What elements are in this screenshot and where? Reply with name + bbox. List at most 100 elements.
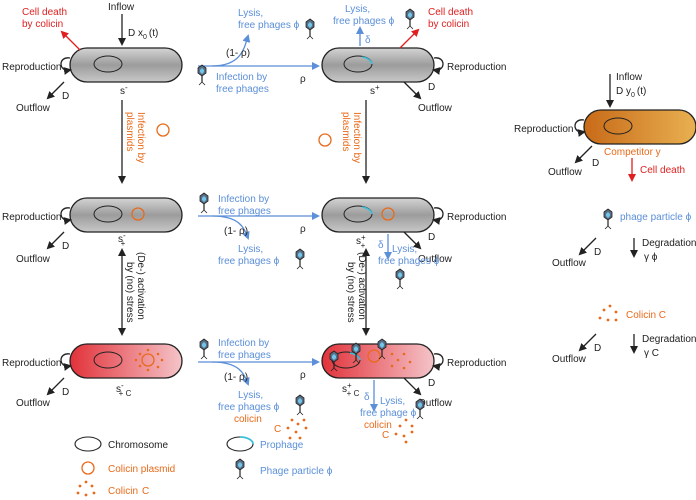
phage-icon-r2-bottom: [295, 248, 305, 270]
lysis-r3-1: Lysis,: [238, 390, 263, 401]
outflow-arrow-6: [403, 377, 422, 396]
state-s-plus-c: s++ C: [342, 381, 360, 398]
reproduction-label-4: Reproduction: [447, 212, 506, 223]
state-s-plus: s+: [370, 83, 380, 97]
inflow-x-label: Inflow: [108, 2, 135, 13]
colicin-s-plus-c: colicin: [364, 420, 392, 431]
plasmid-infection-left-1: Infection by: [135, 112, 146, 163]
phage-icon-s-plus-c: [415, 398, 425, 420]
lysis-s-plus-plus-1: Lysis,: [392, 244, 417, 255]
legend-colicin-plasmid-icon: [81, 461, 95, 475]
reproduction-loop-2: [432, 57, 444, 75]
outflow-d-2: D: [428, 82, 435, 93]
delta-s-plus-c: δ: [364, 392, 370, 403]
cell-death-arrow-left: [60, 30, 81, 51]
reproduction-label-2: Reproduction: [447, 62, 506, 73]
phage-degradation-label: Degradation: [642, 238, 696, 249]
outflow-d-5: D: [62, 387, 69, 398]
state-s-minus-c: s-+ C: [116, 381, 132, 398]
competitor-y-label: Competitor y: [604, 147, 661, 158]
lysis-s-plus-c-2: free phage ϕ: [360, 408, 417, 419]
reproduction-loop-6: [432, 353, 444, 371]
legend-colicin-dots: [76, 480, 96, 497]
colicin-r3: colicin: [234, 414, 262, 425]
reproduction-loop-4: [432, 207, 444, 225]
legend-prophage: Prophage: [260, 440, 304, 451]
colicin-c-label-right: Colicin C: [626, 310, 666, 321]
plasmid-infection-right-2: plasmids: [340, 112, 351, 151]
outflow-arrow-4: [403, 231, 422, 250]
one-minus-rho-r3: (1- ρ): [224, 372, 248, 383]
reproduction-loop-3: [60, 207, 72, 225]
gamma-phi-label: γ ϕ: [644, 252, 658, 263]
colicin-plasmid-icon-left: [156, 123, 170, 137]
phage-icon-r3-top: [199, 338, 209, 360]
infection-r2-2: free phages: [218, 206, 271, 217]
cell-s-plus: [321, 47, 435, 83]
lysis-s-plus-c-1: Lysis,: [380, 396, 405, 407]
reproduction-label-5: Reproduction: [2, 358, 61, 369]
outflow-label-6: Outflow: [418, 398, 453, 409]
state-s-minus: s-: [120, 83, 128, 97]
phage-particle-icon-right: [603, 208, 613, 230]
cell-death-colicin-right-1: Cell death: [428, 7, 473, 18]
lysis-arrow-r2: [211, 215, 250, 240]
phage-outflow-arrow: [578, 237, 597, 256]
colicin-c-r3: C: [274, 424, 281, 435]
one-minus-rho-r2: (1- ρ): [224, 226, 248, 237]
lysis-r1-2: free phages ϕ: [238, 20, 300, 31]
lysis-arrow-r3: [211, 361, 250, 386]
colicin-dots-r3: [286, 418, 308, 440]
cell-competitor-y: [583, 109, 696, 145]
inflow-y-label: Inflow: [616, 72, 643, 83]
state-s-plus-plus: s++: [356, 233, 366, 250]
delta-s-plus-plus: δ: [378, 240, 384, 251]
outflow-arrow-competitor: [574, 145, 593, 164]
outflow-d-competitor: D: [592, 158, 599, 169]
infection-r1-1: Infection by: [216, 72, 267, 83]
colicin-outflow-label: Outflow: [552, 354, 587, 365]
outflow-d-6: D: [428, 378, 435, 389]
outflow-arrow-3: [46, 231, 65, 250]
activation-left-1: (De-) activation: [135, 252, 146, 320]
colicin-dots-right: [598, 304, 618, 322]
reproduction-label-1: Reproduction: [2, 62, 61, 73]
colicin-plasmid-icon-right: [318, 133, 332, 147]
cell-s-plus-plus: [321, 197, 435, 233]
outflow-label-5: Outflow: [16, 398, 51, 409]
outflow-arrow-5: [46, 377, 65, 396]
lysis-r1-1: Lysis,: [238, 8, 263, 19]
colicin-dots-s-plus-c: [394, 418, 414, 444]
infection-r3-2: free phages: [218, 350, 271, 361]
outflow-label-3: Outflow: [16, 254, 51, 265]
phage-outflow-d: D: [594, 247, 601, 258]
phage-icon-r3-bottom: [295, 394, 305, 416]
outflow-d-1: D: [62, 91, 69, 102]
legend-colicin-plasmid: Colicin plasmid: [108, 464, 175, 475]
outflow-label-1: Outflow: [16, 103, 51, 114]
cell-s-minus-plus: [69, 197, 183, 233]
legend-chromosome: Chromosome: [108, 440, 168, 451]
lysis-s-plus-2: free phages ϕ: [333, 16, 395, 27]
reproduction-label-competitor: Reproduction: [514, 124, 573, 135]
reproduction-label-3: Reproduction: [2, 212, 61, 223]
legend-chromosome-icon: [74, 436, 102, 452]
phage-icon-s-plus: [405, 8, 415, 30]
phage-icon-r1-bottom: [197, 64, 207, 86]
inflow-x-rate: D x0(t): [128, 28, 158, 41]
infection-r3-1: Infection by: [218, 338, 269, 349]
lysis-s-plus-plus-2: free phages ϕ: [378, 256, 440, 267]
colicin-outflow-d: D: [594, 343, 601, 354]
colicin-c-s-plus-c: C: [382, 430, 389, 441]
lysis-r2-2: free phages ϕ: [218, 256, 280, 267]
outflow-d-4: D: [428, 232, 435, 243]
cell-death-colicin-left-1: Cell death: [22, 7, 67, 18]
phage-icon-r1-top: [305, 18, 315, 40]
outflow-label-4: Outflow: [418, 254, 453, 265]
outflow-d-3: D: [62, 241, 69, 252]
inflow-y-rate: D y0(t): [616, 86, 646, 99]
